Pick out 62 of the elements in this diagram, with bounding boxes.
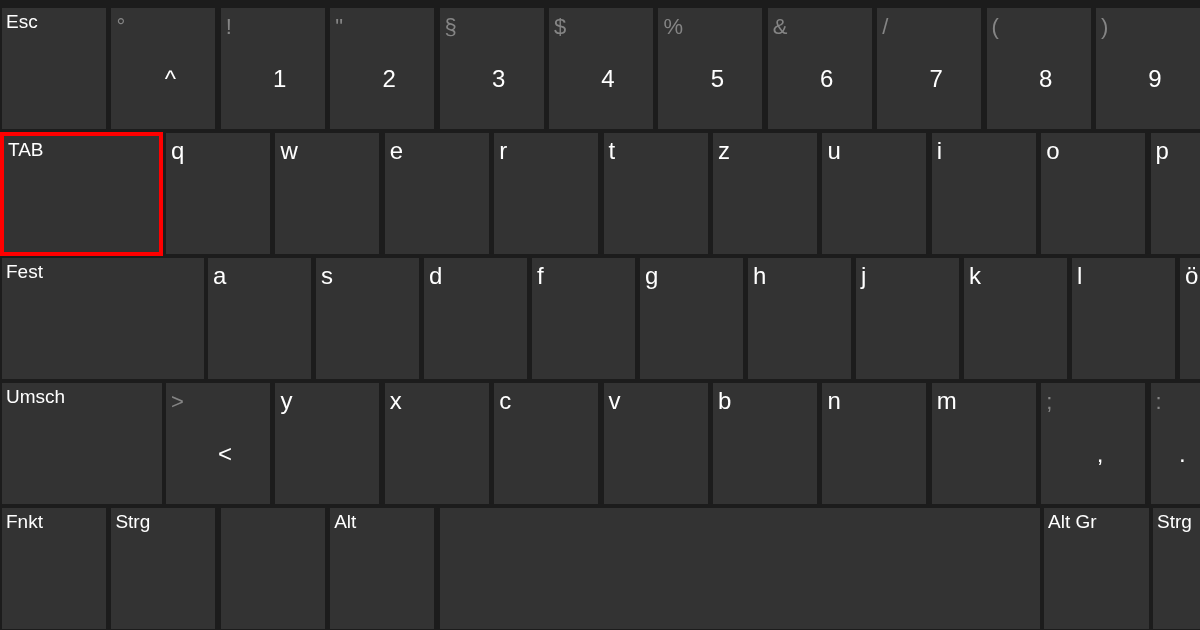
key-label: Strg bbox=[115, 512, 151, 531]
secondary-key-label: / bbox=[882, 16, 889, 38]
key-label: i bbox=[936, 139, 943, 163]
key-label: Esc bbox=[6, 12, 38, 31]
key-label: z bbox=[718, 139, 730, 163]
key-label: t bbox=[608, 139, 616, 163]
key-label: a bbox=[213, 264, 227, 288]
key-label: o bbox=[1046, 139, 1060, 163]
key-label: 3 bbox=[491, 67, 506, 91]
key-label: 9 bbox=[1148, 67, 1162, 91]
key-label: w bbox=[280, 139, 298, 163]
key-label: 5 bbox=[710, 67, 725, 91]
key-label: s bbox=[321, 264, 333, 288]
key-label: 6 bbox=[820, 67, 834, 91]
key-label: x bbox=[389, 389, 402, 413]
key-label: d bbox=[429, 264, 443, 288]
secondary-key-label: § bbox=[444, 16, 457, 38]
key-label: q bbox=[171, 139, 185, 163]
key-label: Umsch bbox=[6, 387, 66, 406]
key-label: g bbox=[645, 264, 659, 288]
key-label: e bbox=[389, 139, 404, 163]
key-label: Strg bbox=[1157, 512, 1192, 531]
key-label: p bbox=[1155, 139, 1169, 163]
key-label: ö bbox=[1185, 264, 1199, 288]
key-label: y bbox=[280, 389, 293, 413]
secondary-key-label: ° bbox=[116, 16, 126, 38]
key-label: k bbox=[969, 264, 981, 288]
secondary-key-label: ! bbox=[225, 16, 232, 38]
secondary-key-label: % bbox=[663, 16, 683, 38]
key-label: f bbox=[537, 264, 544, 288]
key-label: r bbox=[499, 139, 508, 163]
key-label: Alt Gr bbox=[1048, 512, 1097, 531]
key-label: n bbox=[827, 389, 841, 413]
secondary-key-label: ; bbox=[1046, 391, 1053, 413]
secondary-key-label: & bbox=[772, 16, 788, 38]
key-label: Fnkt bbox=[6, 512, 43, 531]
key-label: 2 bbox=[382, 67, 396, 91]
key-label: ^ bbox=[164, 67, 176, 91]
secondary-key-label: : bbox=[1155, 391, 1162, 413]
key-label: 4 bbox=[601, 67, 615, 91]
secondary-key-label: $ bbox=[554, 16, 567, 38]
key-label: l bbox=[1077, 264, 1083, 288]
key-label: Alt bbox=[334, 512, 357, 531]
key-label: Fest bbox=[6, 262, 43, 281]
secondary-key-label: ) bbox=[1101, 16, 1109, 38]
key-label: < bbox=[218, 442, 232, 466]
key-label: b bbox=[718, 389, 732, 413]
key-label: 8 bbox=[1038, 67, 1053, 91]
key-label: j bbox=[861, 264, 867, 288]
secondary-key-label: " bbox=[335, 16, 343, 38]
key-label: . bbox=[1178, 442, 1186, 466]
key-label: TAB bbox=[8, 140, 44, 159]
key-label: c bbox=[499, 389, 512, 413]
secondary-key-label: ( bbox=[991, 16, 999, 38]
key-label: 1 bbox=[273, 67, 287, 91]
key-label: 7 bbox=[929, 67, 943, 91]
key-label: v bbox=[608, 389, 621, 413]
key-label: u bbox=[827, 139, 841, 163]
key-label: m bbox=[936, 389, 957, 413]
secondary-key-label: > bbox=[171, 391, 184, 413]
key-label: h bbox=[753, 264, 767, 288]
key-label: , bbox=[1096, 442, 1104, 466]
